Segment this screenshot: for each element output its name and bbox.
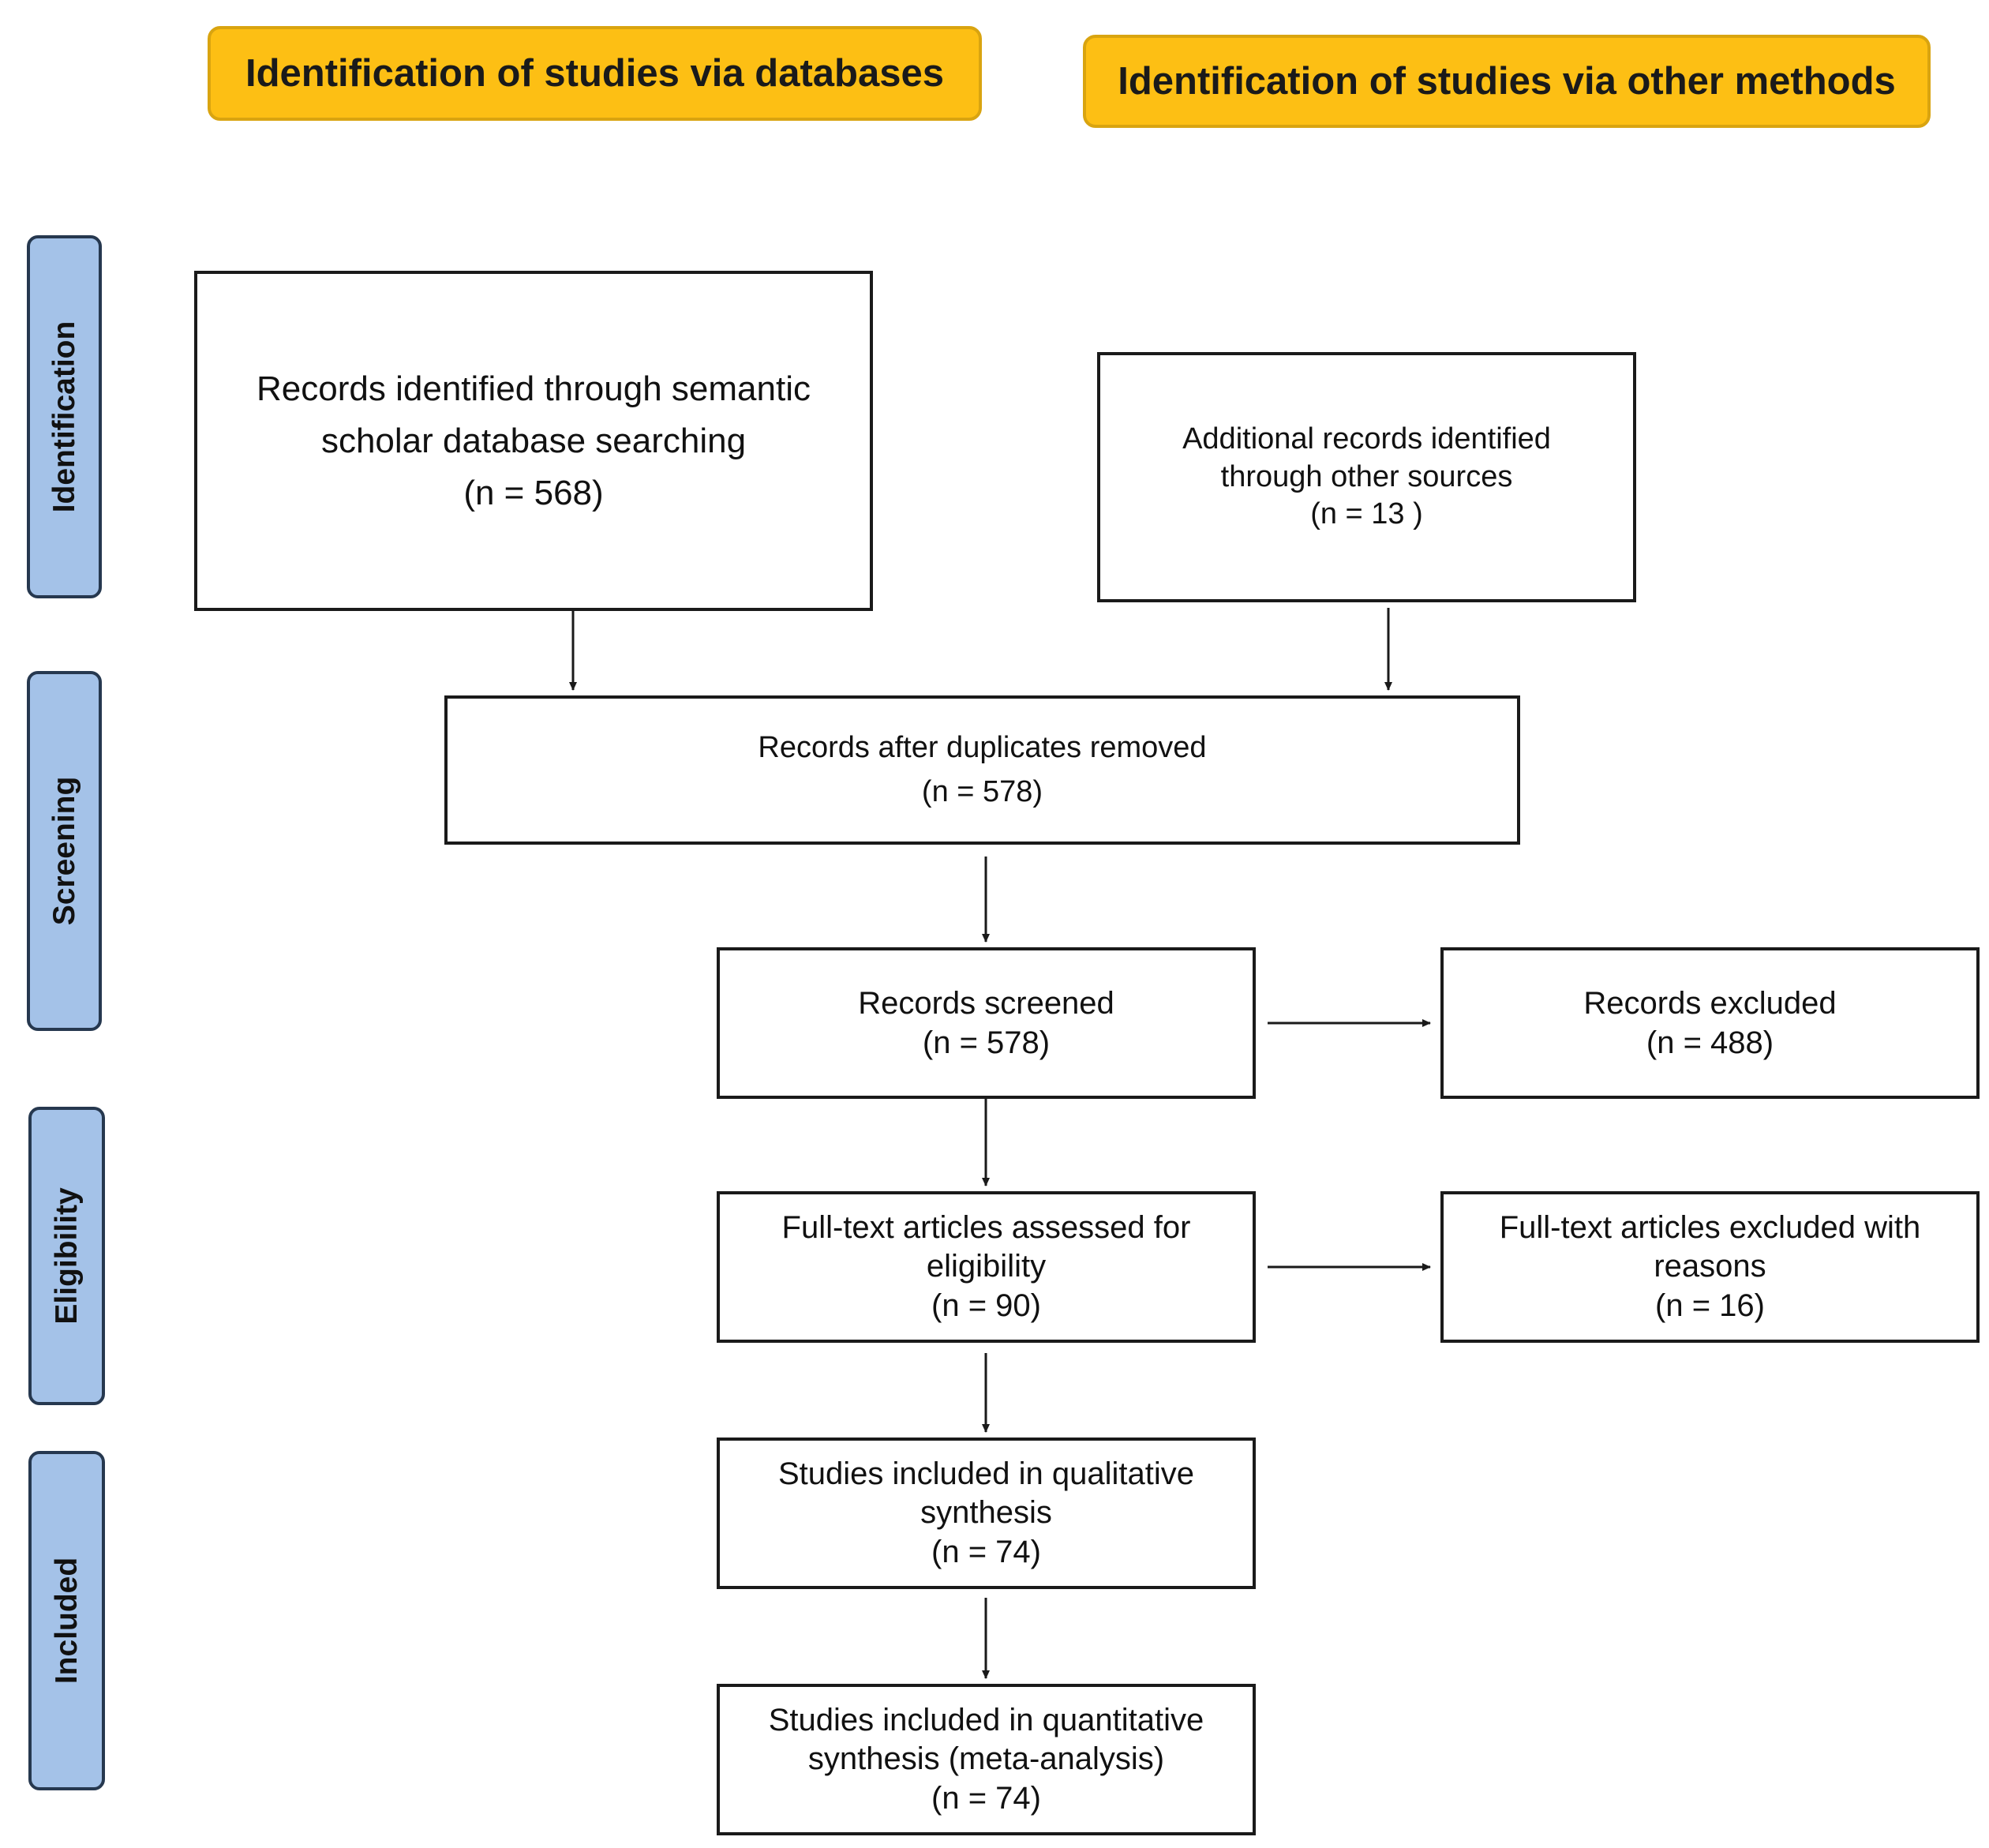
box-after-duplicates: Records after duplicates removed (n = 57… <box>444 695 1520 845</box>
box-quantitative-synthesis-count: (n = 74) <box>931 1780 1041 1816</box>
box-records-screened-text: Records screened <box>858 986 1114 1021</box>
header-other-methods-label: Identification of studies via other meth… <box>1118 60 1896 103</box>
box-quantitative-synthesis-text: Studies included in quantitative synthes… <box>768 1703 1204 1777</box>
box-qualitative-synthesis: Studies included in qualitative synthesi… <box>717 1438 1256 1589</box>
stage-eligibility: Eligibility <box>28 1107 105 1405</box>
box-database-records: Records identified through semantic scho… <box>194 271 873 611</box>
box-after-duplicates-count: (n = 578) <box>921 774 1043 808</box>
box-fulltext-assessed: Full-text articles assessed for eligibil… <box>717 1191 1256 1343</box>
box-database-records-text: Records identified through semantic scho… <box>257 369 811 460</box>
box-fulltext-excluded-count: (n = 16) <box>1655 1288 1765 1323</box>
box-records-screened-count: (n = 578) <box>922 1025 1051 1060</box>
box-fulltext-assessed-count: (n = 90) <box>931 1288 1041 1323</box>
stage-identification: Identification <box>27 235 102 598</box>
header-other-methods: Identification of studies via other meth… <box>1083 35 1931 128</box>
box-qualitative-synthesis-count: (n = 74) <box>931 1534 1041 1569</box>
box-fulltext-assessed-text: Full-text articles assessed for eligibil… <box>781 1210 1191 1284</box>
box-other-records: Additional records identified through ot… <box>1097 352 1636 602</box>
box-database-records-count: (n = 568) <box>463 473 604 512</box>
box-fulltext-excluded-text: Full-text articles excluded with reasons <box>1499 1210 1921 1284</box>
header-databases-label: Identification of studies via databases <box>245 52 944 95</box>
box-other-records-count: (n = 13 ) <box>1310 497 1423 531</box>
header-databases: Identification of studies via databases <box>208 26 982 121</box>
stage-screening: Screening <box>27 671 102 1031</box>
box-quantitative-synthesis: Studies included in quantitative synthes… <box>717 1684 1256 1835</box>
box-qualitative-synthesis-text: Studies included in qualitative synthesi… <box>777 1456 1194 1531</box>
box-after-duplicates-text: Records after duplicates removed <box>758 731 1207 765</box>
box-records-excluded: Records excluded (n = 488) <box>1440 947 1980 1099</box>
box-fulltext-excluded: Full-text articles excluded with reasons… <box>1440 1191 1980 1343</box>
stage-included: Included <box>28 1451 105 1790</box>
box-records-excluded-text: Records excluded <box>1583 986 1837 1021</box>
box-records-excluded-count: (n = 488) <box>1646 1025 1774 1060</box>
box-records-screened: Records screened (n = 578) <box>717 947 1256 1099</box>
box-other-records-text: Additional records identified through ot… <box>1182 422 1551 493</box>
